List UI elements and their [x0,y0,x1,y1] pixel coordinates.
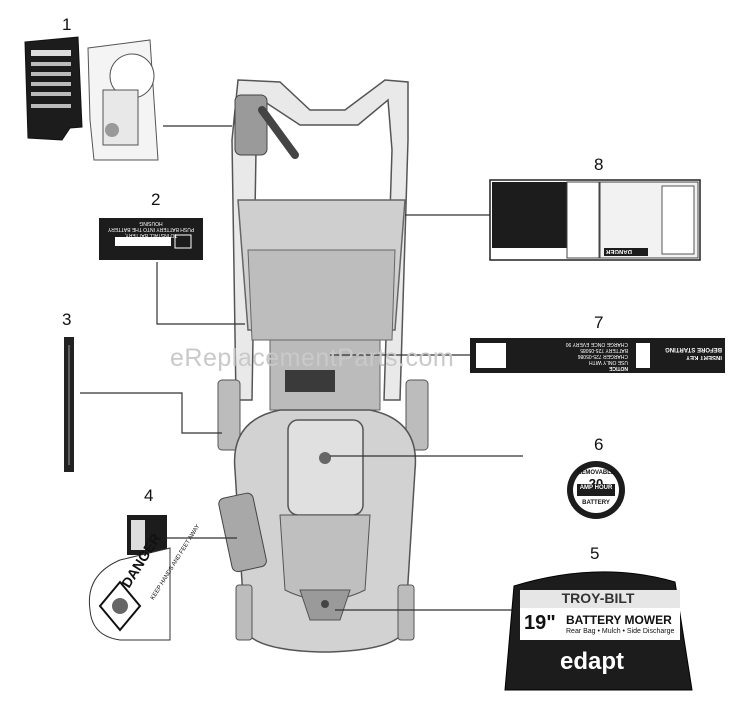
callout-7: 7 [594,313,604,332]
insert-key-line-2: BEFORE STARTING [665,346,722,352]
callout-3: 3 [62,310,72,329]
rear-wheel-left [217,379,241,451]
install-battery-line-2: PUSH BATTERY INTO THE BATTERY HOUSING [107,220,195,232]
part-8-decal [489,179,701,261]
front-wheel-right [397,584,415,641]
brand-label: TROY-BILT [561,590,635,606]
battery-housing [287,419,364,516]
features-label: Rear Bag • Mulch • Side Discharge [566,628,675,635]
install-battery-text: TO INSTALL BATTERY, PUSH BATTERY INTO TH… [102,220,200,238]
battery-bottom-label: BATTERY [582,500,610,506]
watermark: eReplacementParts.com [170,344,455,372]
product-label: BATTERY MOWER [566,613,672,627]
install-battery-line-1: TO INSTALL BATTERY, [124,232,178,238]
part-2-decal [99,218,203,260]
part-3-strip [64,337,74,472]
leader-lines [80,125,523,611]
part-1-decal [24,36,159,161]
battery-top-label: REMOVABLE [577,470,615,476]
part-7-decal [470,338,725,373]
mower-illustration [217,79,429,653]
part-6-badge [567,461,625,519]
callout-1: 1 [62,15,72,34]
motor-cover [279,514,371,601]
rear-wheel-right [405,379,429,451]
callout-8: 8 [594,155,604,174]
callout-2: 2 [151,190,161,209]
notice-text: NOTICE USE ONLY WITH CHARGER 725-05086 B… [508,341,628,371]
insert-key-text: INSERT KEY BEFORE STARTING [652,345,722,361]
callout-5: 5 [590,544,600,563]
notice-title: NOTICE [609,365,628,371]
callout-4: 4 [144,486,154,505]
part-4-decal [88,515,171,641]
callout-6: 6 [594,435,604,454]
battery-value: 20 [588,476,604,491]
notice-line-2: CHARGER 725-05086 [577,353,628,359]
part-5-decal [504,571,693,691]
grass-bag-lower [247,249,396,341]
notice-line-1: USE ONLY WITH [589,359,628,365]
key-switch [234,94,268,156]
notice-line-3: BATTERY 725-05085 [580,347,628,353]
size-label: 19" [524,612,556,634]
battery-unit: AMP HOUR [579,485,613,491]
danger-title: DANGER [606,248,633,254]
warning-title: WARNING [495,247,524,253]
front-wheel-left [235,584,253,641]
notice-line-4: CHARGE ONCE EVERY 90 [565,341,628,347]
side-discharge-chute [218,492,267,573]
tagline-label: edapt [560,648,625,675]
insert-key-line-1: INSERT KEY [685,354,722,360]
